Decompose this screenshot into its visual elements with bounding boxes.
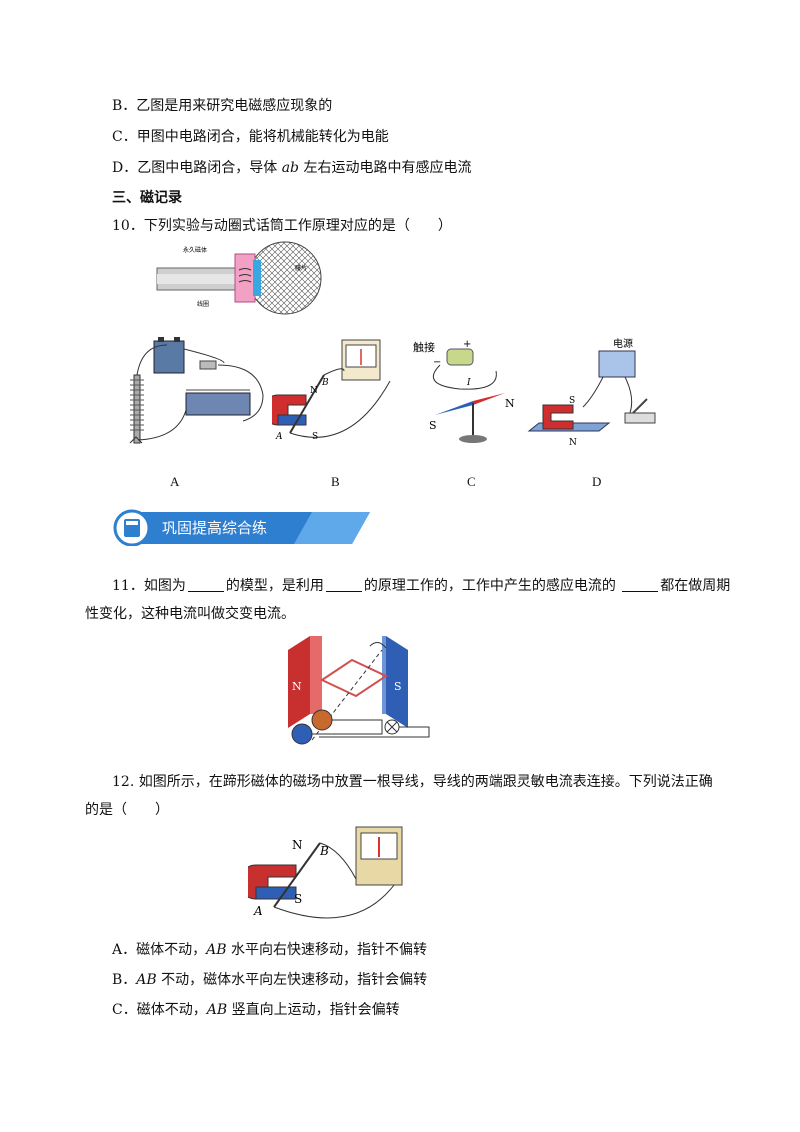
q12-option-a: A．磁体不动，AB 水平向右快速移动，指针不偏转 [112,942,427,958]
section-title: 三、磁记录 [112,190,182,206]
figc-label-i: I [466,378,471,388]
blank-2[interactable] [325,577,362,592]
q12-figure: N B A S [248,826,403,919]
figd-label-n: N [569,438,577,448]
q12-option-b: B．AB 不动，磁体水平向左快速移动，指针会偏转 [112,972,428,988]
option-c-prev: C．甲图中电路闭合，能将机械能转化为电能 [112,129,389,145]
option-d-prev: D．乙图中电路闭合，导体 ab 左右运动电路中有感应电流 [112,160,472,176]
blank-1[interactable] [187,577,224,592]
question-12-line1: 12. 如图所示，在蹄形磁体的磁场中放置一根导线，导线的两端跟灵敏电流表连接。下… [112,774,713,790]
label-permanent-magnet: 永久磁体 [183,246,207,254]
label-coil: 线圈 [197,300,209,308]
blank-3[interactable] [622,577,659,592]
gen-label-n: N [292,680,302,693]
question-10: 10．下列实验与动圈式话筒工作原理对应的是（ ） [112,218,452,234]
figb-label-s: S [312,432,318,442]
figc-label-n: N [505,397,515,410]
q12-label-b: B [319,844,329,858]
figd-label-s: S [569,396,575,406]
figure-d-motor-setup: 电源 S N [527,337,656,448]
generator-figure: N S [288,636,430,745]
choice-label-c: C [467,474,476,489]
option-b-prev: B．乙图是用来研究电磁感应现象的 [112,98,333,114]
q12-option-c: C．磁体不动，AB 竖直向上运动，指针会偏转 [112,1002,400,1018]
figc-label-plus: + [463,339,471,350]
label-diaphragm: 膜片 [295,264,307,272]
figure-a-electromagnet [129,337,264,444]
figb-label-n: N [310,386,318,396]
banner-title: 巩固提高综合练 [162,519,267,537]
figb-label-a: A [275,432,283,442]
gen-label-s: S [394,680,402,693]
question-12-line2: 的是（ ） [85,802,169,818]
figc-label-s: S [429,419,437,432]
figd-label-power: 电源 [613,337,633,350]
figure-c-coil-compass: 触接 − + I S N [413,339,515,443]
figb-label-b: B [321,378,329,388]
figure-b-galvanometer: N B A S [272,339,391,442]
choice-label-a: A [170,474,180,489]
q12-label-a: A [253,904,263,918]
q12-label-s: S [294,892,302,906]
question-11-line1: 11．如图为的模型，是利用的原理工作的，工作中产生的感应电流的 都在做周期 [112,577,731,594]
q12-label-n: N [292,838,303,852]
question-11-line2: 性变化，这种电流叫做交变电流。 [85,606,295,622]
figc-label-minus: − [433,357,441,368]
choice-label-d: D [592,474,602,489]
choice-label-b: B [331,474,340,489]
microphone-figure: 永久磁体 膜片 线圈 [156,241,322,315]
figc-label-touch: 触接 [413,340,435,354]
section-banner: 巩固提高综合练 [113,509,370,546]
